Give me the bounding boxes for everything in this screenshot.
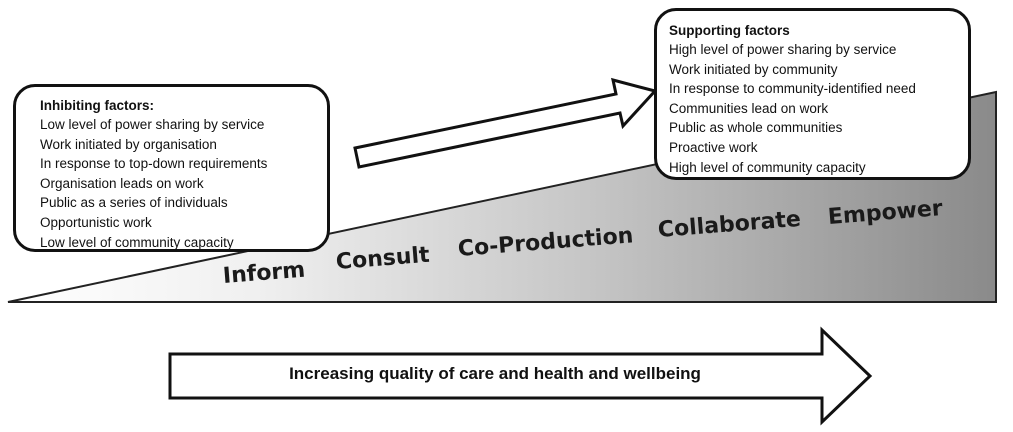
inhibiting-factor-item: Work initiated by organisation [40,136,217,152]
inhibiting-factor-item: Organisation leads on work [40,175,204,191]
supporting-factor-item: Work initiated by community [669,61,838,77]
inhibiting-factor-item: Low level of community capacity [40,234,234,250]
supporting-factor-item: Proactive work [669,139,758,155]
supporting-factor-item: Public as whole communities [669,120,843,136]
supporting-factors-list: High level of power sharing by service W… [669,40,958,177]
supporting-factors-box: Supporting factors High level of power s… [654,8,971,180]
supporting-factor-item: In response to community-identified need [669,81,916,97]
supporting-factor-item: High level of community capacity [669,159,866,175]
quality-arrow-label: Increasing quality of care and health an… [289,364,701,383]
supporting-factor-item: High level of power sharing by service [669,42,897,57]
supporting-factor-item: Communities lead on work [669,100,829,116]
inhibiting-factor-item: In response to top-down requirements [40,156,268,172]
supporting-factors-title: Supporting factors [669,23,790,38]
inhibiting-factor-item: Opportunistic work [40,214,152,230]
inhibiting-factors-list: Low level of power sharing by service Wo… [40,115,317,252]
inhibiting-factor-item: Low level of power sharing by service [40,117,265,132]
quality-arrow [168,326,873,426]
progress-arrow [353,77,658,169]
inhibiting-factors-box: Inhibiting factors: Low level of power s… [13,84,330,252]
inhibiting-factors-title: Inhibiting factors: [40,98,154,113]
inhibiting-factor-item: Public as a series of individuals [40,195,228,211]
